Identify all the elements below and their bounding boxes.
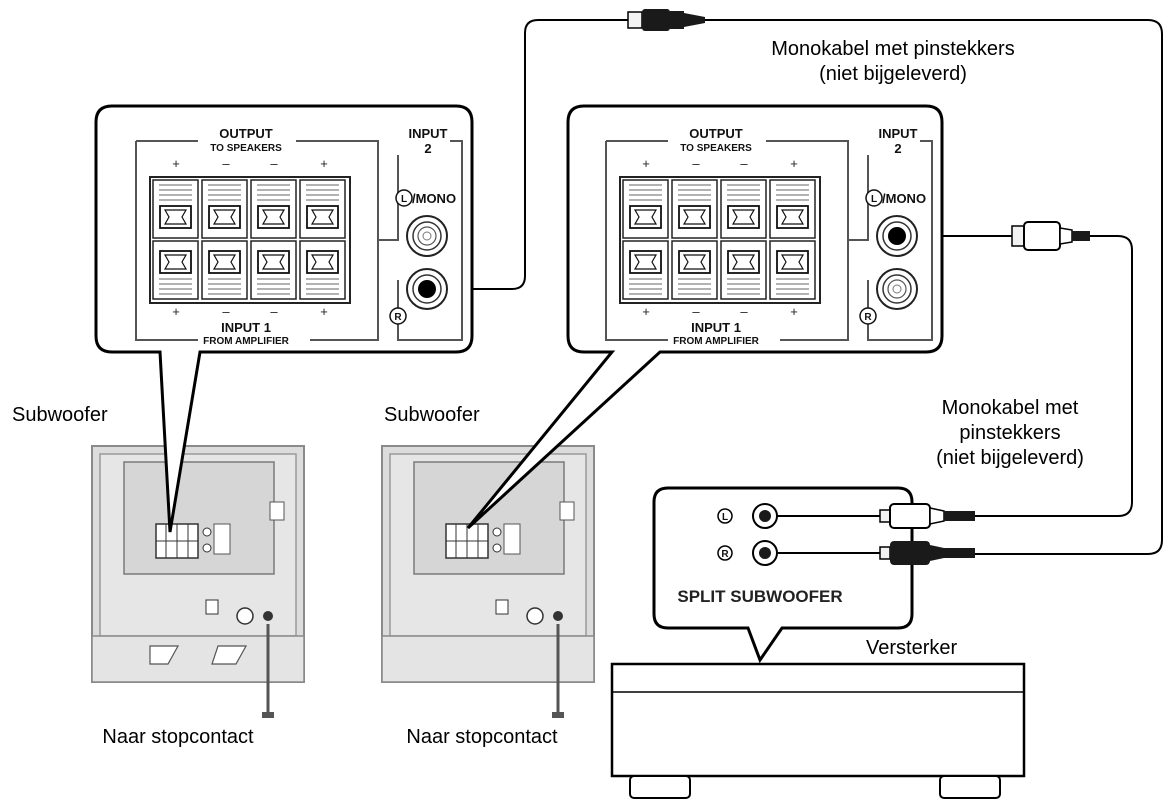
rca-plug-amp-r <box>879 541 975 565</box>
panel-sign-bottom: + <box>172 304 180 319</box>
panel-sign-bottom: – <box>692 304 700 319</box>
jack-l-suffix: /MONO <box>882 191 926 206</box>
speaker-terminal <box>299 240 346 300</box>
panel-sign-top: – <box>740 156 748 171</box>
panel-output-sub: TO SPEAKERS <box>680 143 752 154</box>
speaker-terminal <box>250 240 297 300</box>
panel-output-sub: TO SPEAKERS <box>210 143 282 154</box>
panel-bracket-left <box>135 141 198 341</box>
speaker-terminal <box>769 240 816 300</box>
panel-sign-top: – <box>270 156 278 171</box>
cable-right-label-line3: (niet bijgeleverd) <box>936 447 1084 469</box>
amplifier <box>610 662 1026 799</box>
panel-sign-top: + <box>790 156 798 171</box>
rca-plug-right <box>1011 221 1090 251</box>
rca-plug-amp-l <box>879 503 975 529</box>
jack-r-badge <box>389 307 407 325</box>
jack-l-suffix: /MONO <box>412 191 456 206</box>
speaker-terminal <box>671 179 718 239</box>
jack-r-letter: R <box>864 312 872 323</box>
jack-l-letter: L <box>871 194 877 205</box>
cable-top-long <box>705 19 1163 555</box>
panel-input1-title: INPUT 1 <box>691 320 741 335</box>
cable-top-label-line1: Monokabel met pinstekkers <box>771 38 1014 60</box>
panel-sign-bottom: + <box>320 304 328 319</box>
split-subwoofer-label: SPLIT SUBWOOFER <box>677 587 842 606</box>
jack-r <box>876 268 918 310</box>
speaker-terminal <box>720 179 767 239</box>
panel-input2-num: 2 <box>894 141 901 156</box>
panel-input1-title: INPUT 1 <box>221 320 271 335</box>
panel-input2-num: 2 <box>424 141 431 156</box>
jack-l-letter: L <box>401 194 407 205</box>
speaker-terminal <box>152 179 199 239</box>
speaker-terminal <box>769 179 816 239</box>
speaker-terminal <box>671 240 718 300</box>
amplifier-label: Versterker <box>866 637 957 659</box>
cable-right-label-line1: Monokabel met <box>942 397 1079 419</box>
cable-top <box>430 19 628 290</box>
subwoofer-left-label: Subwoofer <box>12 404 108 426</box>
speaker-terminal <box>250 179 297 239</box>
panel-sign-bottom: – <box>270 304 278 319</box>
subwoofer-right-label: Subwoofer <box>384 404 480 426</box>
subwoofer-left <box>91 445 305 718</box>
callout-right <box>466 104 944 530</box>
jack-r-letter: R <box>394 312 402 323</box>
speaker-terminal <box>622 179 669 239</box>
panel-input2-title: INPUT <box>409 126 448 141</box>
panel-input1-sub: FROM AMPLIFIER <box>673 336 760 347</box>
panel-sign-top: + <box>642 156 650 171</box>
speaker-terminal <box>299 179 346 239</box>
panel-sign-bottom: – <box>222 304 230 319</box>
panel-sign-top: – <box>692 156 700 171</box>
amp-callout <box>652 486 914 664</box>
panel-bracket-left <box>605 141 668 341</box>
jack-l-badge <box>865 189 883 207</box>
panel-sign-top: + <box>320 156 328 171</box>
amplifier-foot-left <box>629 775 691 799</box>
cable-right-long <box>975 235 1133 517</box>
jack-l-mono <box>406 215 448 257</box>
panel-sign-bottom: – <box>740 304 748 319</box>
speaker-terminal <box>622 240 669 300</box>
jack-r-badge <box>859 307 877 325</box>
amplifier-body <box>610 662 1026 778</box>
jack-r <box>406 268 448 310</box>
rca-plug-top <box>627 9 705 31</box>
jack-l-mono <box>876 215 918 257</box>
panel-output-title: OUTPUT <box>219 126 273 141</box>
svg-text:L: L <box>722 512 728 523</box>
panel-sign-top: – <box>222 156 230 171</box>
speaker-terminal <box>201 240 248 300</box>
svg-text:R: R <box>721 549 729 560</box>
outlet-right-label: Naar stopcontact <box>406 726 558 748</box>
jack-l-badge <box>395 189 413 207</box>
panel-sign-bottom: + <box>642 304 650 319</box>
speaker-terminal <box>720 240 767 300</box>
outlet-left-label: Naar stopcontact <box>102 726 254 748</box>
cable-right-label-line2: pinstekkers <box>959 422 1060 444</box>
panel-sign-bottom: + <box>790 304 798 319</box>
panel-sign-top: + <box>172 156 180 171</box>
panel-input2-title: INPUT <box>879 126 918 141</box>
speaker-terminal <box>201 179 248 239</box>
amp-jack-l: L <box>717 503 778 529</box>
speaker-terminal <box>152 240 199 300</box>
subwoofer-right <box>381 445 595 718</box>
cable-top-label-line2: (niet bijgeleverd) <box>819 63 967 85</box>
panel-input1-sub: FROM AMPLIFIER <box>203 336 290 347</box>
panel-output-title: OUTPUT <box>689 126 743 141</box>
amplifier-foot-right <box>939 775 1001 799</box>
